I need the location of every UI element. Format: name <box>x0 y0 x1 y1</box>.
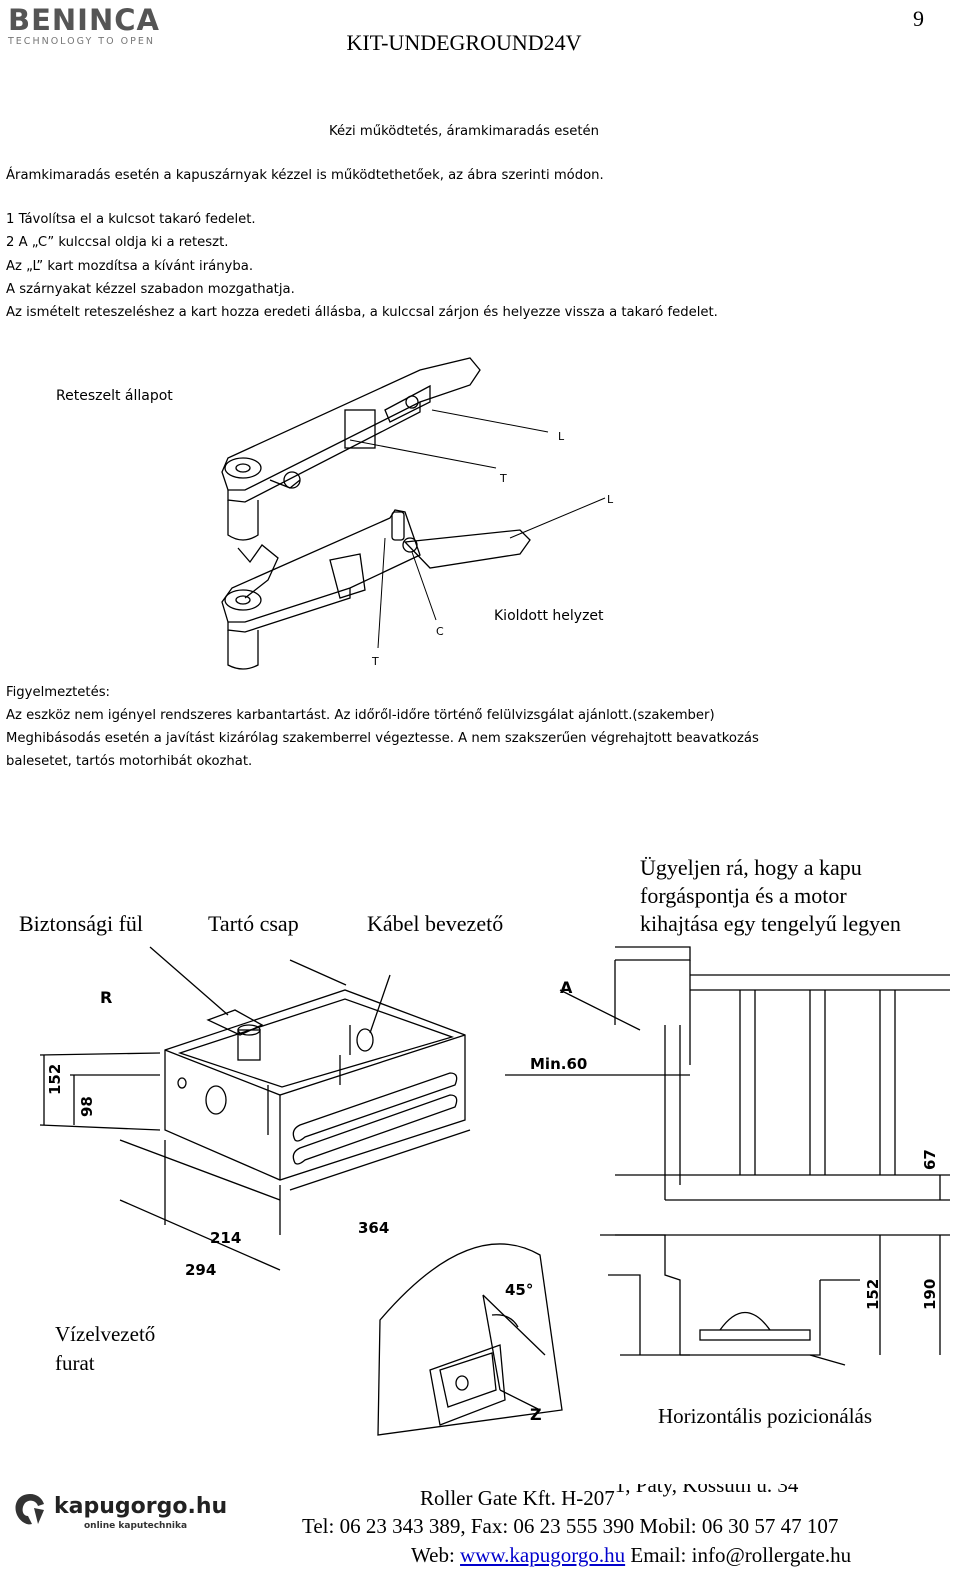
steps-list: 1 Távolítsa el a kulcsot takaró fedelet.… <box>6 208 718 324</box>
dim-214: 214 <box>210 1229 241 1247</box>
foundation-box-figure: R A Z 152 98 214 364 294 Min.60 45° 67 1… <box>39 946 950 1436</box>
locked-state-label: Reteszelt állapot <box>56 388 173 404</box>
dim-190: 190 <box>921 1279 939 1310</box>
callout-C: C <box>436 625 444 638</box>
dim-152-right: 152 <box>864 1279 882 1310</box>
locked-arm-drawing <box>221 357 481 541</box>
footer-company-name: Roller Gate Kft. H-207 <box>420 1486 615 1510</box>
kapugorgo-logo: kapugorgo.hu online kaputechnika <box>10 1490 227 1534</box>
callout-L-locked: L <box>558 430 565 443</box>
dim-98: 98 <box>78 1096 96 1117</box>
footer-contact: Tel: 06 23 343 389, Fax: 06 23 555 390 M… <box>302 1514 839 1538</box>
step-item: Az „L” kart mozdítsa a kívánt irányba. <box>6 258 254 274</box>
page-number: 9 <box>913 6 924 31</box>
footer-web-label: Web: <box>411 1543 455 1567</box>
callout-L-unlocked: L <box>607 493 614 506</box>
callout-lines <box>349 409 606 649</box>
section-title: Kézi működtetés, áramkimaradás esetén <box>329 124 599 139</box>
letter-A: A <box>560 978 573 997</box>
drain-hole-label: Vízelvezető furat <box>55 1320 155 1378</box>
step-item: Az ismételt reteszeléshez a kart hozza e… <box>6 305 718 321</box>
brand-tagline: TECHNOLOGY TO OPEN <box>8 36 155 47</box>
drain-hole-line: furat <box>55 1351 95 1375</box>
unlocked-state-label: Kioldott helyzet <box>494 608 604 624</box>
alignment-note: Ügyeljen rá, hogy a kapu forgáspontja és… <box>640 854 901 938</box>
dim-67: 67 <box>921 1149 939 1170</box>
document-title: KIT-UNDEGROUND24V <box>346 30 582 55</box>
label-support-pin: Tartó csap <box>208 911 299 936</box>
footer-web: Web: www.kapugorgo.hu Email: info@roller… <box>411 1541 851 1569</box>
website-link[interactable]: www.kapugorgo.hu <box>460 1543 626 1567</box>
warning-heading: Figyelmeztetés: <box>6 685 111 700</box>
warning-line: balesetet, tartós motorhibát okozhat. <box>6 754 253 769</box>
footer-company-tail: 1, Páty, Kossuth u. 34 <box>614 1484 799 1497</box>
label-cable-entry: Kábel bevezető <box>367 911 504 936</box>
kapugorgo-logo-subtitle: online kaputechnika <box>84 1521 188 1531</box>
step-item: 2 A „C” kulccsal oldja ki a reteszt. <box>6 235 229 251</box>
warning-line: Az eszköz nem igényel rendszeres karbant… <box>6 708 715 723</box>
dim-45deg: 45° <box>505 1281 533 1299</box>
step-item: 1 Távolítsa el a kulcsot takaró fedelet. <box>6 212 256 227</box>
letter-R: R <box>100 988 112 1007</box>
dim-364: 364 <box>358 1219 389 1237</box>
warning-line: Meghibásodás esetén a javítást kizárólag… <box>6 731 759 746</box>
letter-Z: Z <box>530 1405 542 1424</box>
footer-company: Roller Gate Kft. H-2071, Páty, Kossuth u… <box>420 1484 925 1512</box>
callout-T-locked: T <box>499 472 507 485</box>
alignment-note-line: Ügyeljen rá, hogy a kapu <box>640 855 862 880</box>
unlocked-arm-drawing <box>221 509 531 670</box>
brand-name: BENINCA <box>8 3 160 37</box>
step-item: A szárnyakat kézzel szabadon mozgathatja… <box>6 281 295 297</box>
intro-paragraph: Áramkimaradás esetén a kapuszárnyak kézz… <box>6 168 604 183</box>
footer-email: Email: info@rollergate.hu <box>630 1543 852 1567</box>
manual-release-figure: Reteszelt állapot L T L C T Kioldott <box>56 357 614 670</box>
kapugorgo-logo-text: kapugorgo.hu <box>54 1494 228 1519</box>
dim-min60: Min.60 <box>530 1055 587 1073</box>
dim-294: 294 <box>185 1261 216 1279</box>
label-safety-tab: Biztonsági fül <box>19 911 144 936</box>
horizontal-positioning-label: Horizontális pozicionálás <box>658 1404 873 1428</box>
kapugorgo-logo-icon <box>15 1494 45 1525</box>
alignment-note-line: kihajtása egy tengelyű legyen <box>640 911 901 936</box>
dim-152-left: 152 <box>46 1064 64 1095</box>
foundation-box-drawing <box>39 946 950 1436</box>
alignment-note-line: forgáspontja és a motor <box>640 883 847 908</box>
callout-T-unlocked: T <box>371 655 379 668</box>
drain-hole-line: Vízelvezető <box>55 1322 156 1346</box>
warning-block: Figyelmeztetés: Az eszköz nem igényel re… <box>6 681 926 773</box>
beninca-logo: BENINCA TECHNOLOGY TO OPEN <box>8 4 160 47</box>
